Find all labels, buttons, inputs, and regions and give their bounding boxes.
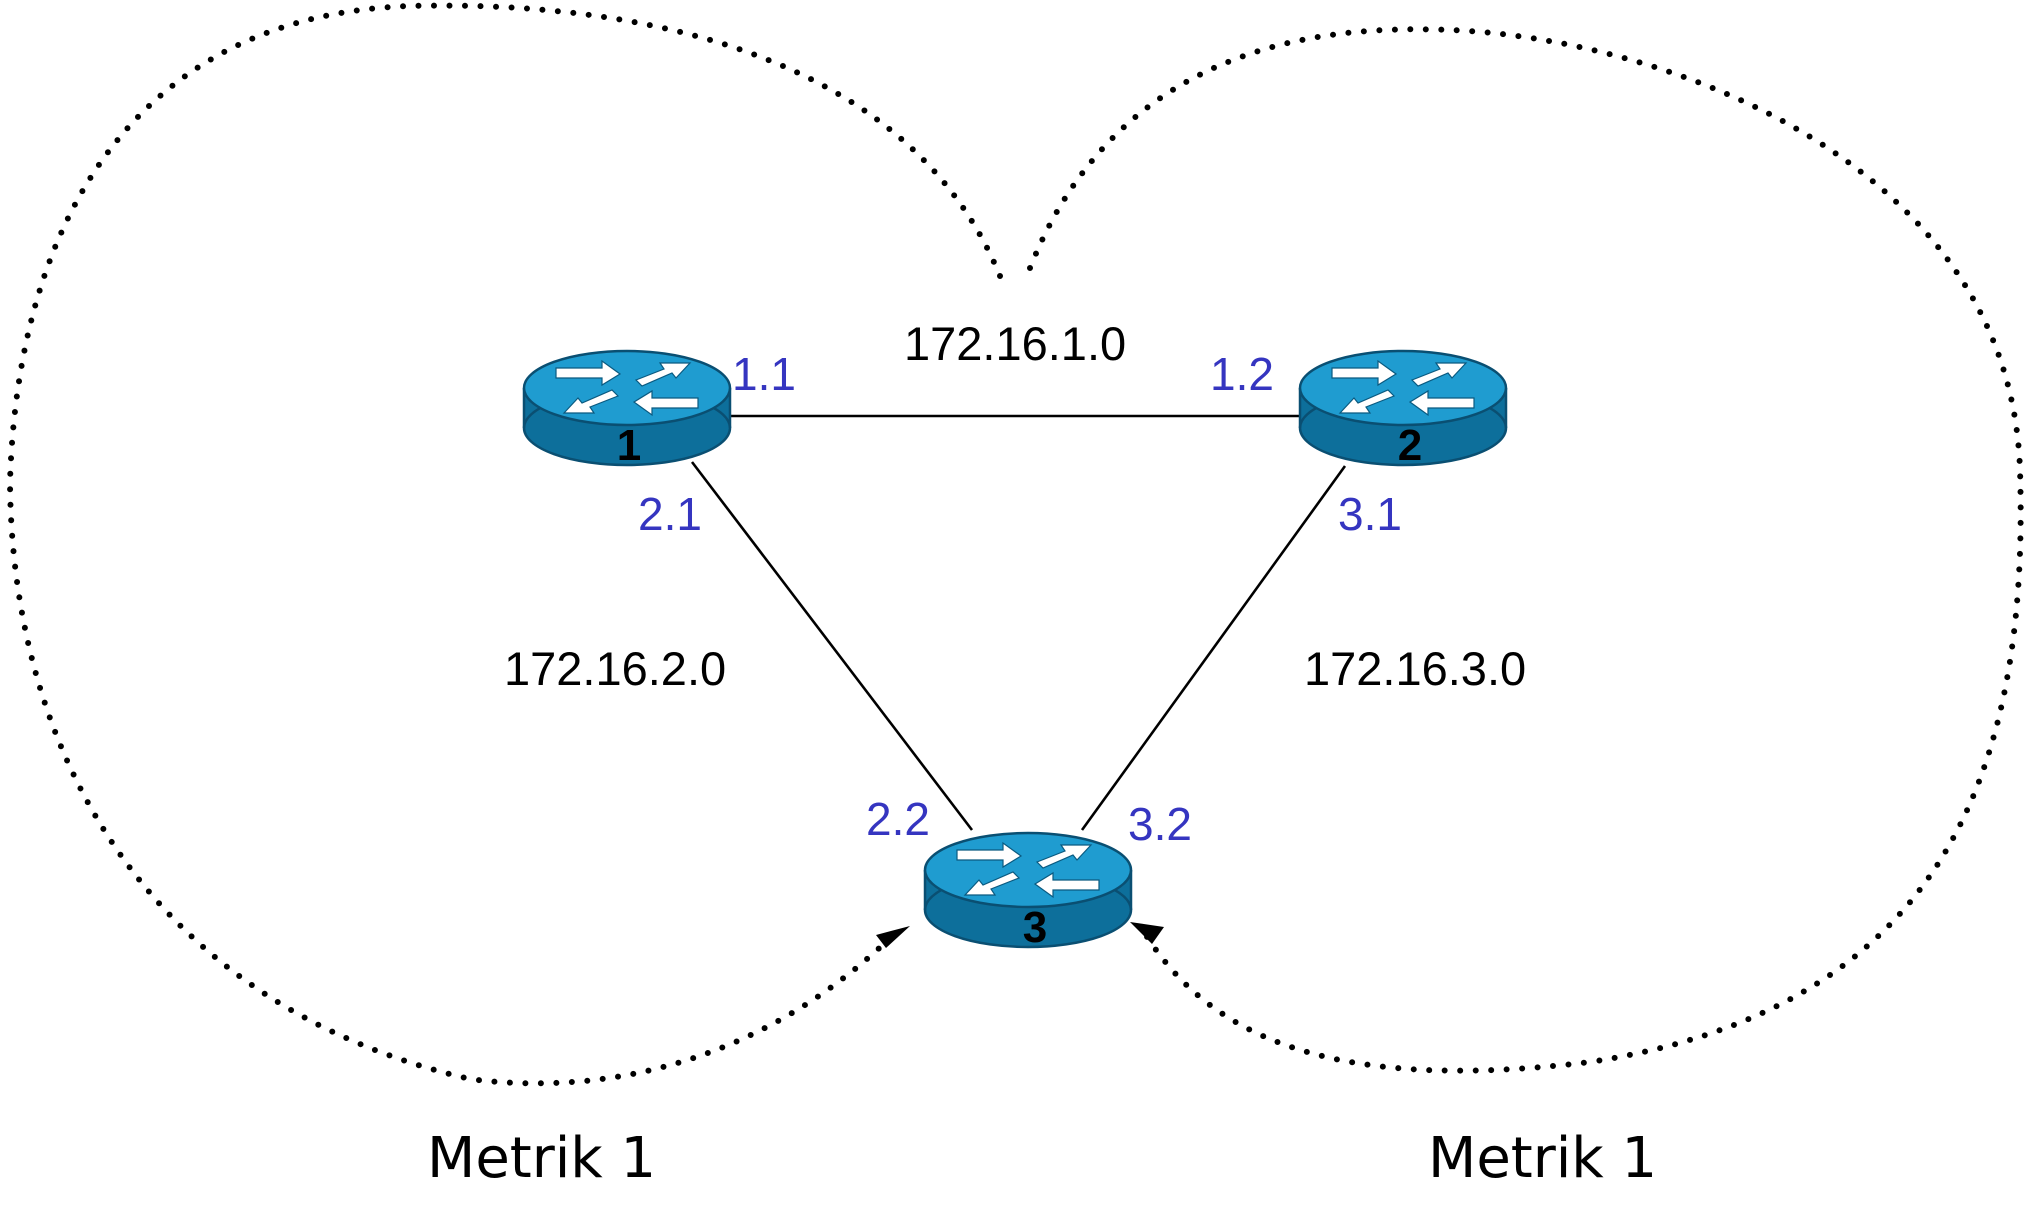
link-net-2 <box>690 461 974 831</box>
network-label-net-2: 172.16.2.0 <box>504 642 726 695</box>
interface-label-r2-net1: 1.2 <box>1210 348 1274 400</box>
link-net-3 <box>1080 465 1347 831</box>
metric-path-right <box>1027 26 2024 1074</box>
arrowhead-right-icon <box>1130 922 1164 944</box>
router-2: 2 <box>1298 349 1508 470</box>
metric-label-left: Metrik 1 <box>427 1126 656 1191</box>
router-1: 1 <box>522 349 732 470</box>
router-number: 2 <box>1398 421 1422 470</box>
metric-label-right: Metrik 1 <box>1428 1126 1657 1191</box>
interface-label-r3-net2: 2.2 <box>866 793 930 845</box>
router-number: 1 <box>617 421 641 470</box>
arrowhead-left-icon <box>876 926 910 948</box>
network-label-net-1: 172.16.1.0 <box>904 317 1126 370</box>
interface-label-r2-net3: 3.1 <box>1338 488 1402 540</box>
metric-path-left <box>6 2 1003 1087</box>
router-number: 3 <box>1023 903 1047 952</box>
interface-label-r1-net1: 1.1 <box>732 348 796 400</box>
network-label-net-3: 172.16.3.0 <box>1304 642 1526 695</box>
interface-label-r3-net3: 3.2 <box>1128 798 1192 850</box>
interface-label-r1-net2: 2.1 <box>638 488 702 540</box>
router-3: 3 <box>923 831 1133 952</box>
